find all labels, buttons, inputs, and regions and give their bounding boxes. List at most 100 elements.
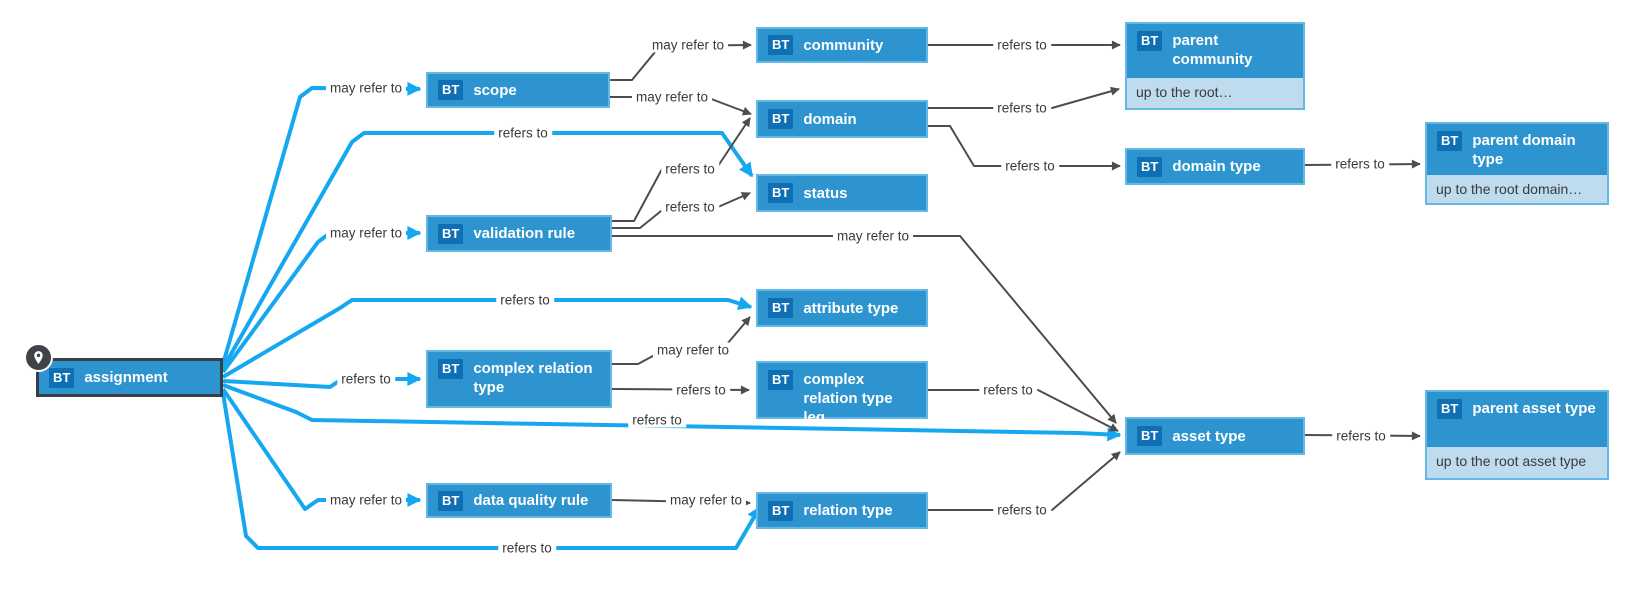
edge-label-assignment-to-attribute-type: refers to	[496, 292, 554, 308]
edge-assignment-to-status	[221, 131, 754, 369]
bt-badge: BT	[438, 359, 464, 379]
edge-label-assignment-to-status: refers to	[494, 125, 552, 141]
node-label: scope	[473, 81, 517, 99]
node-status[interactable]: BT status	[756, 174, 928, 212]
node-label: complex relation type leg	[803, 371, 893, 426]
bt-badge: BT	[768, 35, 794, 55]
edge-label-assignment-to-relation-type: refers to	[498, 540, 556, 556]
node-label: assignment	[84, 369, 168, 386]
node-scope[interactable]: BT scope	[426, 72, 610, 108]
node-header: BT validation rule	[428, 217, 610, 250]
node-asset-type[interactable]: BT asset type	[1125, 417, 1305, 455]
bt-badge: BT	[438, 490, 464, 511]
node-complex-relation-type-leg[interactable]: BT complex relation type leg	[756, 361, 928, 426]
node-label: community	[803, 36, 884, 54]
bt-badge: BT	[1137, 31, 1163, 51]
node-label: validation rule	[473, 225, 576, 242]
node-label: parent asset type	[1472, 400, 1596, 417]
edge-label-data-quality-rule-to-relation-type: may refer to	[665, 492, 747, 508]
edge-label-scope-to-domain: may refer to	[631, 89, 713, 105]
edge-label-assignment-to-data-quality-rule: may refer to	[325, 492, 407, 508]
node-header: BT parent community	[1127, 24, 1303, 78]
bt-badge: BT	[768, 298, 794, 318]
bt-badge: BT	[438, 223, 464, 244]
edge-relation-type-to-asset-type	[928, 451, 1121, 511]
edge-label-community-to-parent-community: refers to	[993, 37, 1051, 53]
edge-label-validation-rule-to-asset-type: may refer to	[832, 228, 914, 244]
node-subrow: up to the root domain…	[1427, 175, 1607, 203]
edge-assignment-to-validation-rule	[221, 226, 422, 374]
node-domain[interactable]: BT domain	[756, 100, 928, 138]
node-header: BT scope	[428, 74, 608, 106]
edge-label-domain-to-parent-community: refers to	[993, 100, 1051, 116]
node-header: BT asset type	[1127, 419, 1303, 453]
node-label: complex relation type	[473, 360, 593, 396]
node-label: data quality rule	[473, 492, 589, 509]
bt-badge: BT	[1137, 426, 1163, 446]
edge-validation-rule-to-asset-type	[610, 235, 1117, 424]
edge-label-complex-relation-type-leg-to-asset-type: refers to	[979, 382, 1037, 398]
node-label: relation type	[803, 502, 893, 519]
node-header: BT complex relation type	[428, 352, 610, 406]
node-header: BT attribute type	[758, 291, 926, 325]
edge-assignment-to-attribute-type	[221, 296, 753, 379]
node-header: BT assignment	[39, 361, 220, 394]
edge-assignment-to-relation-type	[221, 392, 762, 550]
node-label: asset type	[1172, 427, 1246, 445]
node-label: parent community	[1172, 32, 1253, 68]
edge-label-domain-type-to-parent-domain-type: refers to	[1331, 156, 1389, 172]
node-data-quality-rule[interactable]: BT data quality rule	[426, 483, 612, 518]
node-label: attribute type	[803, 299, 899, 317]
bt-badge: BT	[768, 183, 794, 203]
edge-label-scope-to-community: may refer to	[647, 37, 729, 53]
bt-badge: BT	[1437, 131, 1463, 151]
bt-badge: BT	[438, 80, 464, 100]
node-label: parent domain type	[1472, 132, 1576, 168]
bt-badge: BT	[49, 367, 75, 388]
node-header: BT parent domain type	[1427, 124, 1607, 175]
node-header: BT status	[758, 176, 926, 210]
edge-assignment-to-data-quality-rule	[221, 387, 422, 511]
edge-label-domain-to-domain-type: refers to	[1001, 158, 1059, 174]
edge-label-assignment-to-scope: may refer to	[325, 80, 407, 96]
edge-label-validation-rule-to-domain: refers to	[661, 161, 719, 177]
node-validation-rule[interactable]: BT validation rule	[426, 215, 612, 252]
node-header: BT data quality rule	[428, 485, 610, 516]
node-parent-community[interactable]: BT parent community up to the root…	[1125, 22, 1305, 110]
node-label: status	[803, 184, 848, 202]
edge-label-validation-rule-to-status: refers to	[661, 199, 719, 215]
node-complex-relation-type[interactable]: BT complex relation type	[426, 350, 612, 408]
edge-label-asset-type-to-parent-asset-type: refers to	[1332, 428, 1390, 444]
node-header: BT complex relation type leg	[758, 363, 926, 426]
edge-label-assignment-to-asset-type: refers to	[628, 412, 686, 428]
node-community[interactable]: BT community	[756, 27, 928, 63]
node-header: BT domain	[758, 102, 926, 136]
node-header: BT relation type	[758, 494, 926, 527]
edge-domain-to-parent-community	[928, 86, 1120, 109]
bt-badge: BT	[1437, 399, 1463, 419]
bt-badge: BT	[768, 500, 794, 521]
node-relation-type[interactable]: BT relation type	[756, 492, 928, 529]
bt-badge: BT	[768, 370, 794, 390]
edge-assignment-to-asset-type	[222, 383, 1122, 442]
edge-label-assignment-to-validation-rule: may refer to	[325, 225, 407, 241]
node-assignment[interactable]: BT assignment	[24, 343, 223, 397]
location-pin-icon	[24, 343, 53, 372]
bt-badge: BT	[768, 109, 794, 129]
node-parent-domain-type[interactable]: BT parent domain type up to the root domai…	[1425, 122, 1609, 205]
node-attribute-type[interactable]: BT attribute type	[756, 289, 928, 327]
edge-label-complex-relation-type-to-complex-relation-type-leg: refers to	[672, 382, 730, 398]
edge-label-relation-type-to-asset-type: refers to	[993, 502, 1051, 518]
node-parent-asset-type[interactable]: BT parent asset type up to the root asset …	[1425, 390, 1609, 480]
node-header: BT parent asset type	[1427, 392, 1607, 447]
node-header: BT community	[758, 29, 926, 61]
node-label: domain	[803, 110, 857, 128]
edge-label-complex-relation-type-to-attribute-type: may refer to	[652, 342, 734, 358]
edge-label-assignment-to-complex-relation-type: refers to	[337, 371, 395, 387]
node-label: domain type	[1172, 158, 1261, 175]
node-subrow: up to the root asset type	[1427, 447, 1607, 478]
node-subrow: up to the root…	[1127, 78, 1303, 108]
